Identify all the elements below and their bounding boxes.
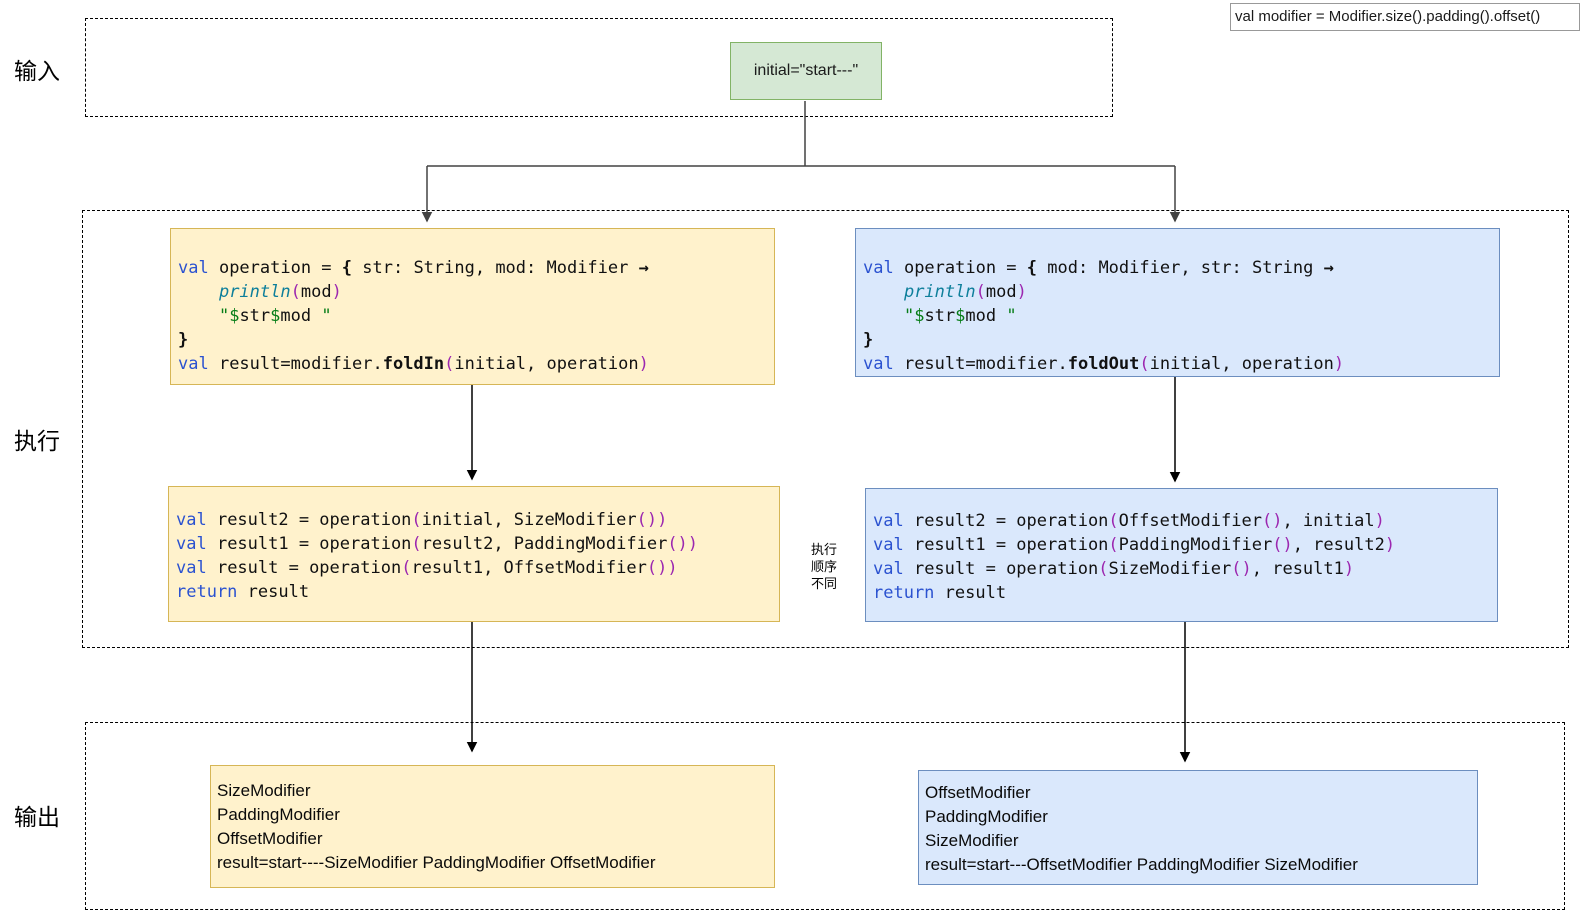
initial-value-text: initial="start---": [753, 62, 859, 79]
text-line: OffsetModifier: [925, 783, 1031, 802]
code-line: println(mod): [218, 282, 342, 302]
code-line: val result = operation(result1, OffsetMo…: [176, 558, 678, 578]
code-line: val result=modifier.foldOut(initial, ope…: [863, 354, 1345, 374]
text-line: SizeModifier: [925, 831, 1019, 850]
code-line: val result = operation(SizeModifier(), r…: [873, 559, 1355, 579]
code-line: val operation = { str: String, mod: Modi…: [178, 258, 649, 278]
foldin-definition-code-box: val operation = { str: String, mod: Modi…: [170, 228, 775, 385]
code-line: }: [863, 330, 874, 350]
row-label-output: 输出: [14, 804, 60, 830]
initial-value-box: initial="start---": [730, 42, 882, 100]
code-line: val result1 = operation(PaddingModifier(…: [873, 535, 1396, 555]
row-label-input: 输入: [14, 58, 60, 84]
code-line: "$str$mod ": [903, 306, 1017, 326]
code-line: }: [178, 330, 189, 350]
execution-order-note: 执行顺序不同: [803, 541, 845, 592]
code-line: val result=modifier.foldIn(initial, oper…: [178, 354, 649, 374]
text-line: 执行: [810, 542, 837, 557]
foldout-definition-code-box: val operation = { mod: Modifier, str: St…: [855, 228, 1500, 377]
text-line: result=start---OffsetModifier PaddingMod…: [925, 855, 1358, 874]
code-line: println(mod): [903, 282, 1027, 302]
text-line: PaddingModifier: [217, 805, 340, 824]
code-line: return result: [873, 583, 1007, 603]
output-section-frame: [85, 722, 1565, 910]
code-line: val result2 = operation(initial, SizeMod…: [176, 510, 668, 530]
text-line: 顺序: [810, 559, 837, 574]
input-section-frame: [85, 18, 1113, 117]
modifier-chain-note: val modifier = Modifier.size().padding()…: [1230, 3, 1580, 31]
text-line: OffsetModifier: [217, 829, 323, 848]
code-line: val result1 = operation(result2, Padding…: [176, 534, 699, 554]
text-line: 不同: [810, 576, 837, 591]
code-line: val operation = { mod: Modifier, str: St…: [863, 258, 1334, 278]
foldout-execution-code-box: val result2 = operation(OffsetModifier()…: [865, 488, 1498, 622]
text-line: SizeModifier: [217, 781, 311, 800]
code-line: val result2 = operation(OffsetModifier()…: [873, 511, 1385, 531]
code-line: "$str$mod ": [218, 306, 332, 326]
text-line: result=start----SizeModifier PaddingModi…: [217, 853, 656, 872]
foldin-execution-code-box: val result2 = operation(initial, SizeMod…: [168, 486, 780, 622]
execute-section-frame: [82, 210, 1569, 648]
text-line: PaddingModifier: [925, 807, 1048, 826]
code-line: return result: [176, 582, 310, 602]
row-label-execute: 执行: [14, 428, 60, 454]
